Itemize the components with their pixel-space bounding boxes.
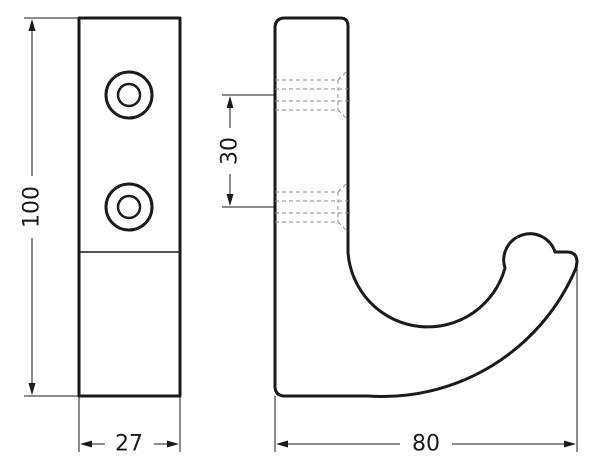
hidden-hole-upper [275,69,349,121]
side-view [273,16,579,398]
dimension-width: 27 [78,396,181,457]
front-view-body [77,16,182,398]
dimension-depth: 80 [274,262,578,457]
hidden-hole-lower [275,181,349,233]
front-view [77,16,182,398]
dimension-height: 100 [20,17,79,397]
dimension-depth-label: 80 [412,432,440,457]
dimension-width-label: 27 [115,432,143,457]
dimension-height-label: 100 [20,186,45,228]
hook-profile [273,16,579,398]
dimension-spacing: 30 [218,94,275,208]
screw-hole-lower [104,182,154,232]
screw-hole-upper [104,70,154,120]
dimension-spacing-label: 30 [218,137,243,165]
